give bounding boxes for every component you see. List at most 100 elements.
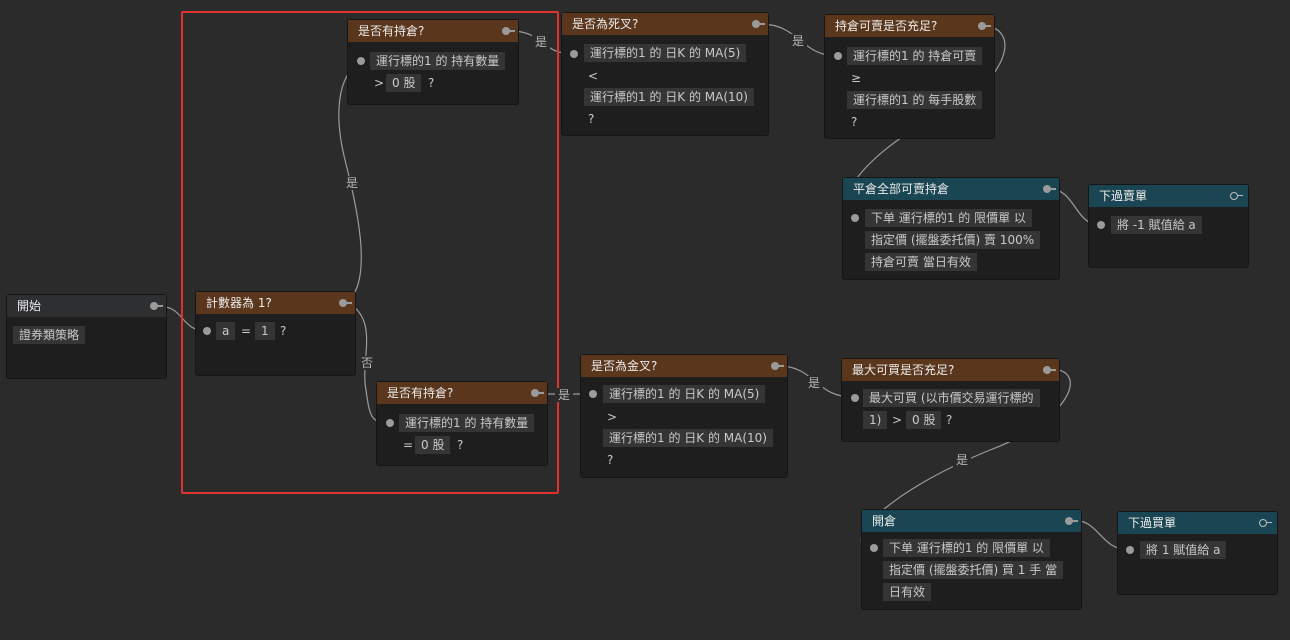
- question-mark: ?: [588, 112, 595, 126]
- input-port[interactable]: [570, 50, 578, 58]
- input-port[interactable]: [1126, 546, 1134, 554]
- order-chip-line1[interactable]: 下单 運行標的1 的 限價單 以: [865, 209, 1032, 227]
- node-title: 是否為死叉?: [572, 17, 639, 31]
- ma10-chip[interactable]: 運行標的1 的 日K 的 MA(10): [603, 429, 773, 447]
- node-dead-cross[interactable]: 是否為死叉? 運行標的1 的 日K 的 MA(5) < 運行標的1 的 日K 的…: [562, 13, 768, 135]
- node-header: 開倉: [862, 510, 1081, 532]
- assign-chip[interactable]: 將 1 賦值給 a: [1140, 541, 1227, 559]
- output-port[interactable]: [1065, 517, 1078, 525]
- node-title: 開倉: [872, 514, 897, 528]
- operator: =: [403, 438, 414, 452]
- node-header: 是否有持倉?: [348, 20, 518, 42]
- operator: =: [241, 324, 252, 338]
- output-port[interactable]: [1043, 366, 1056, 374]
- node-header: 開始: [7, 295, 166, 317]
- node-open-position[interactable]: 開倉 下单 運行標的1 的 限價單 以 指定價 (擺盤委托價) 買 1 手 當 …: [862, 510, 1081, 609]
- value-chip[interactable]: 0 股: [906, 411, 942, 429]
- label-yes: 是: [532, 35, 551, 49]
- node-golden-cross[interactable]: 是否為金叉? 運行標的1 的 日K 的 MA(5) > 運行標的1 的 日K 的…: [581, 355, 787, 477]
- order-chip-line2[interactable]: 指定價 (擺盤委托價) 賣 100%: [865, 231, 1041, 249]
- input-port[interactable]: [1097, 221, 1105, 229]
- input-port[interactable]: [834, 52, 842, 60]
- node-buyable-check[interactable]: 最大可買是否充足? 最大可買 (以市價交易運行標的 1) > 0 股 ?: [842, 359, 1059, 441]
- question-mark: ?: [851, 115, 858, 129]
- output-port[interactable]: [150, 302, 163, 310]
- label-yes: 是: [805, 376, 824, 390]
- output-port[interactable]: [502, 27, 515, 35]
- label-yes: 是: [789, 34, 808, 48]
- order-chip-line3[interactable]: 日有效: [883, 583, 932, 601]
- node-title: 下過買單: [1128, 516, 1177, 530]
- node-start[interactable]: 開始 證券類策略: [7, 295, 166, 378]
- output-port[interactable]: [339, 299, 352, 307]
- node-title: 計數器為 1?: [206, 296, 272, 310]
- value-chip[interactable]: 1: [255, 322, 275, 340]
- node-close-all-sellable[interactable]: 平倉全部可賣持倉 下单 運行標的1 的 限價單 以 指定價 (擺盤委托價) 賣 …: [843, 178, 1059, 279]
- ma5-chip[interactable]: 運行標的1 的 日K 的 MA(5): [584, 44, 747, 62]
- operator: >: [607, 410, 618, 424]
- output-port[interactable]: [1043, 185, 1056, 193]
- output-port-empty[interactable]: [1230, 192, 1243, 200]
- question-mark: ?: [607, 453, 614, 467]
- node-header: 下過賣單: [1089, 185, 1248, 207]
- label-yes: 是: [343, 176, 362, 190]
- input-port[interactable]: [357, 57, 365, 65]
- ma5-chip[interactable]: 運行標的1 的 日K 的 MA(5): [603, 385, 766, 403]
- question-mark: ?: [457, 438, 464, 452]
- node-title: 是否有持倉?: [387, 386, 454, 400]
- node-header: 是否有持倉?: [377, 382, 547, 404]
- node-has-position-top[interactable]: 是否有持倉? 運行標的1 的 持有數量 > 0 股 ?: [348, 20, 518, 104]
- input-port[interactable]: [589, 390, 597, 398]
- node-title: 持倉可賣是否充足?: [835, 19, 938, 33]
- node-title: 下過賣單: [1099, 189, 1148, 203]
- operator: ≥: [851, 71, 862, 85]
- node-header: 最大可買是否充足?: [842, 359, 1059, 381]
- node-header: 下過買單: [1118, 512, 1277, 534]
- max-buy-chip[interactable]: 最大可買 (以市價交易運行標的: [863, 389, 1040, 407]
- node-title: 是否有持倉?: [358, 24, 425, 38]
- sellable-chip[interactable]: 運行標的1 的 持倉可賣: [847, 47, 983, 65]
- label-yes: 是: [953, 453, 972, 467]
- output-port[interactable]: [531, 389, 544, 397]
- operator: >: [374, 76, 385, 90]
- node-header: 是否為金叉?: [581, 355, 787, 377]
- node-header: 計數器為 1?: [196, 292, 355, 314]
- node-buy-order-placed[interactable]: 下過買單 將 1 賦值給 a: [1118, 512, 1277, 594]
- output-port-empty[interactable]: [1259, 519, 1272, 527]
- operator: <: [588, 69, 599, 83]
- input-port[interactable]: [851, 214, 859, 222]
- question-mark: ?: [946, 413, 953, 427]
- label-yes: 是: [555, 388, 574, 402]
- node-title: 平倉全部可賣持倉: [853, 182, 950, 196]
- output-port[interactable]: [752, 20, 765, 28]
- node-sell-order-placed[interactable]: 下過賣單 將 -1 賦值給 a: [1089, 185, 1248, 267]
- operator: >: [892, 413, 903, 427]
- order-chip-line1[interactable]: 下单 運行標的1 的 限價單 以: [883, 539, 1050, 557]
- output-port[interactable]: [978, 22, 991, 30]
- max-buy-chip-cont[interactable]: 1): [863, 411, 888, 429]
- node-title: 開始: [17, 299, 42, 313]
- node-has-position-bottom[interactable]: 是否有持倉? 運行標的1 的 持有數量 = 0 股 ?: [377, 382, 547, 465]
- input-port[interactable]: [851, 394, 859, 402]
- node-counter-check[interactable]: 計數器為 1? a = 1 ?: [196, 292, 355, 375]
- input-port[interactable]: [870, 544, 878, 552]
- value-chip[interactable]: 0 股: [386, 74, 422, 92]
- question-mark: ?: [280, 324, 287, 338]
- node-sellable-check[interactable]: 持倉可賣是否充足? 運行標的1 的 持倉可賣 ≥ 運行標的1 的 每手股數 ?: [825, 15, 994, 138]
- strategy-type-chip[interactable]: 證券類策略: [13, 326, 86, 344]
- output-port[interactable]: [771, 362, 784, 370]
- holding-qty-chip[interactable]: 運行標的1 的 持有數量: [399, 414, 535, 432]
- variable-chip[interactable]: a: [216, 322, 236, 340]
- value-chip[interactable]: 0 股: [415, 436, 451, 454]
- label-no: 否: [358, 356, 377, 370]
- holding-qty-chip[interactable]: 運行標的1 的 持有數量: [370, 52, 506, 70]
- input-port[interactable]: [386, 419, 394, 427]
- node-title: 是否為金叉?: [591, 359, 658, 373]
- input-port[interactable]: [203, 327, 211, 335]
- assign-chip[interactable]: 將 -1 賦值給 a: [1111, 216, 1202, 234]
- order-chip-line3[interactable]: 持倉可賣 當日有效: [865, 253, 977, 271]
- order-chip-line2[interactable]: 指定價 (擺盤委托價) 買 1 手 當: [883, 561, 1064, 579]
- lot-size-chip[interactable]: 運行標的1 的 每手股數: [847, 91, 983, 109]
- question-mark: ?: [428, 76, 435, 90]
- ma10-chip[interactable]: 運行標的1 的 日K 的 MA(10): [584, 88, 754, 106]
